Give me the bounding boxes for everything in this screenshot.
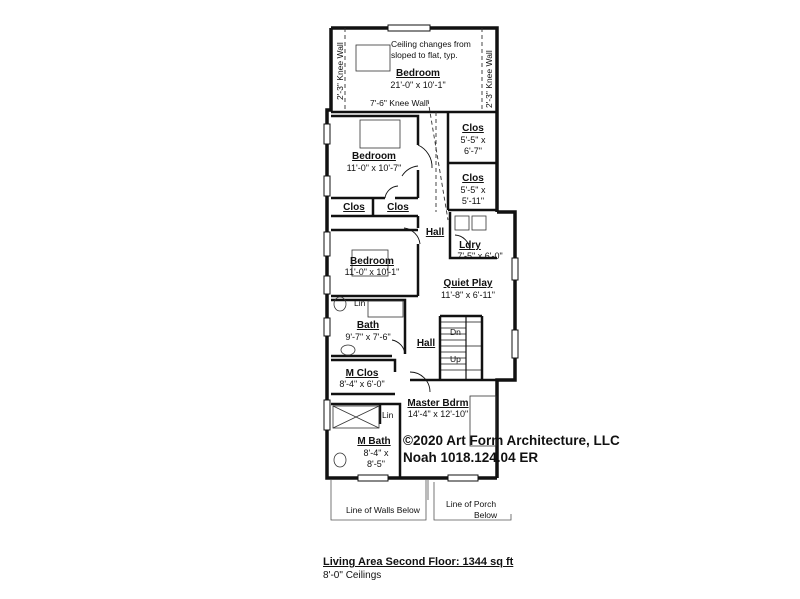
note-porch-2: Below xyxy=(474,510,498,520)
bed-icon xyxy=(351,249,389,277)
note-stair-up: Up xyxy=(450,354,461,364)
room-dims-quiet-play: 11'-8" x 6'-11" xyxy=(441,290,495,300)
note-knee-wall-mid: 7'-6" Knee Wall xyxy=(370,98,428,108)
windows xyxy=(323,24,519,482)
sink-icon xyxy=(340,344,356,356)
note-lin-mbath: Lin xyxy=(382,410,394,420)
room-name-master-bdrm: Master Bdrm xyxy=(407,398,468,409)
stairs xyxy=(440,316,482,380)
knee-wall-lines xyxy=(344,28,483,221)
room-dims-clos-upper-1: 5'-5" x xyxy=(461,135,486,145)
plan-caption-subtitle: 8'-0" Ceilings xyxy=(323,570,382,581)
room-name-hall-upper: Hall xyxy=(426,227,445,238)
room-name-m-bath: M Bath xyxy=(357,436,390,447)
room-name-clos-left-b: Clos xyxy=(387,202,409,213)
copyright-line-2: Noah 1018.124.04 ER xyxy=(403,450,538,465)
room-name-bath: Bath xyxy=(357,320,379,331)
bed-icon xyxy=(355,44,391,72)
room-dims-bedroom-top: 21'-0" x 10'-1" xyxy=(390,80,445,90)
note-stair-down: Dn xyxy=(450,327,461,337)
room-dims-bedroom-mid: 11'-0" x 10'-7" xyxy=(347,163,402,173)
room-dims-clos-lower-2: 5'-11" xyxy=(462,196,484,206)
dryer-icon xyxy=(471,215,487,231)
bed-icon xyxy=(469,395,497,447)
washer-icon xyxy=(454,215,470,231)
interior-walls xyxy=(331,110,497,478)
room-dims-clos-upper-2: 6'-7" xyxy=(464,146,482,156)
room-dims-laundry: 7'-5" x 6'-0" xyxy=(457,251,502,261)
room-name-bedroom-top: Bedroom xyxy=(396,68,440,79)
bathtub-icon xyxy=(367,300,404,318)
plan-caption-title: Living Area Second Floor: 1344 sq ft xyxy=(323,556,514,568)
room-dims-clos-lower-1: 5'-5" x xyxy=(461,185,486,195)
note-lin-bath: Lin xyxy=(354,298,366,308)
plan-caption: Living Area Second Floor: 1344 sq ft 8'-… xyxy=(323,556,513,581)
note-ceiling-2: sloped to flat, typ. xyxy=(391,50,458,60)
room-dims-m-bath-1: 8'-4" x xyxy=(364,448,389,458)
room-dims-bedroom-lower: 11'-0" x 10'-1" xyxy=(345,267,400,277)
copyright-line-1: ©2020 Art Form Architecture, LLC xyxy=(403,433,620,448)
room-dims-master-bdrm: 14'-4" x 12'-10" xyxy=(408,409,468,419)
note-porch-1: Line of Porch xyxy=(446,499,496,509)
room-name-quiet-play: Quiet Play xyxy=(444,278,493,289)
room-name-bedroom-lower: Bedroom xyxy=(350,256,394,267)
bed-icon xyxy=(359,119,401,149)
room-name-clos-upper: Clos xyxy=(462,123,484,134)
room-name-hall-lower: Hall xyxy=(417,338,436,349)
room-name-bedroom-mid: Bedroom xyxy=(352,151,396,162)
room-name-laundry: Ldry xyxy=(459,240,481,251)
fixtures xyxy=(332,44,497,468)
below-lines xyxy=(330,480,512,521)
toilet-icon xyxy=(333,296,347,312)
room-name-m-clos: M Clos xyxy=(346,368,379,379)
door-swings xyxy=(384,144,471,393)
note-knee-wall-left: 2'-3" Knee Wall xyxy=(335,42,345,100)
note-walls-below: Line of Walls Below xyxy=(346,505,421,515)
room-name-clos-left-a: Clos xyxy=(343,202,365,213)
note-knee-wall-right: 2'-3" Knee Wall xyxy=(484,50,494,108)
note-ceiling-1: Ceiling changes from xyxy=(391,39,471,49)
room-dims-bath: 9'-7" x 7'-6" xyxy=(345,332,390,342)
room-name-clos-lower: Clos xyxy=(462,173,484,184)
room-dims-m-clos: 8'-4" x 6'-0" xyxy=(339,379,384,389)
shower-icon xyxy=(332,405,380,429)
room-dims-m-bath-2: 8'-5" xyxy=(367,459,385,469)
toilet-icon xyxy=(333,452,347,468)
